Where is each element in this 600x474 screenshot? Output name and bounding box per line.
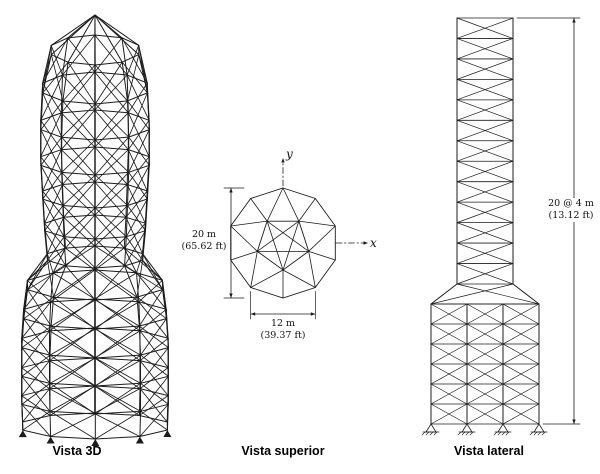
lateral-view-height-dimension: 20 @ 4 m (13.12 ft) [542,198,600,222]
dimension-value-ft: (13.12 ft) [548,209,594,221]
top-view-height-dimension: 20 m (65.62 ft) [180,229,228,253]
x-axis-label: x [370,236,377,250]
view-3d-wireframe [18,14,172,446]
caption-vista-lateral: Vista lateral [454,444,524,458]
caption-vista-superior: Vista superior [241,444,325,458]
dimension-value: 20 @ 4 m [548,198,594,209]
dimension-value: 20 m [191,229,217,240]
view-lateral-elevation [421,17,581,436]
view-top-plan [223,158,368,320]
y-axis-label: y [286,147,293,161]
top-view-width-dimension: 12 m (39.37 ft) [256,318,310,342]
dimension-value-ft: (39.37 ft) [260,329,306,341]
dimension-value: 12 m [270,318,296,329]
caption-vista-3d: Vista 3D [52,444,102,458]
dimension-value-ft: (65.62 ft) [181,240,227,252]
